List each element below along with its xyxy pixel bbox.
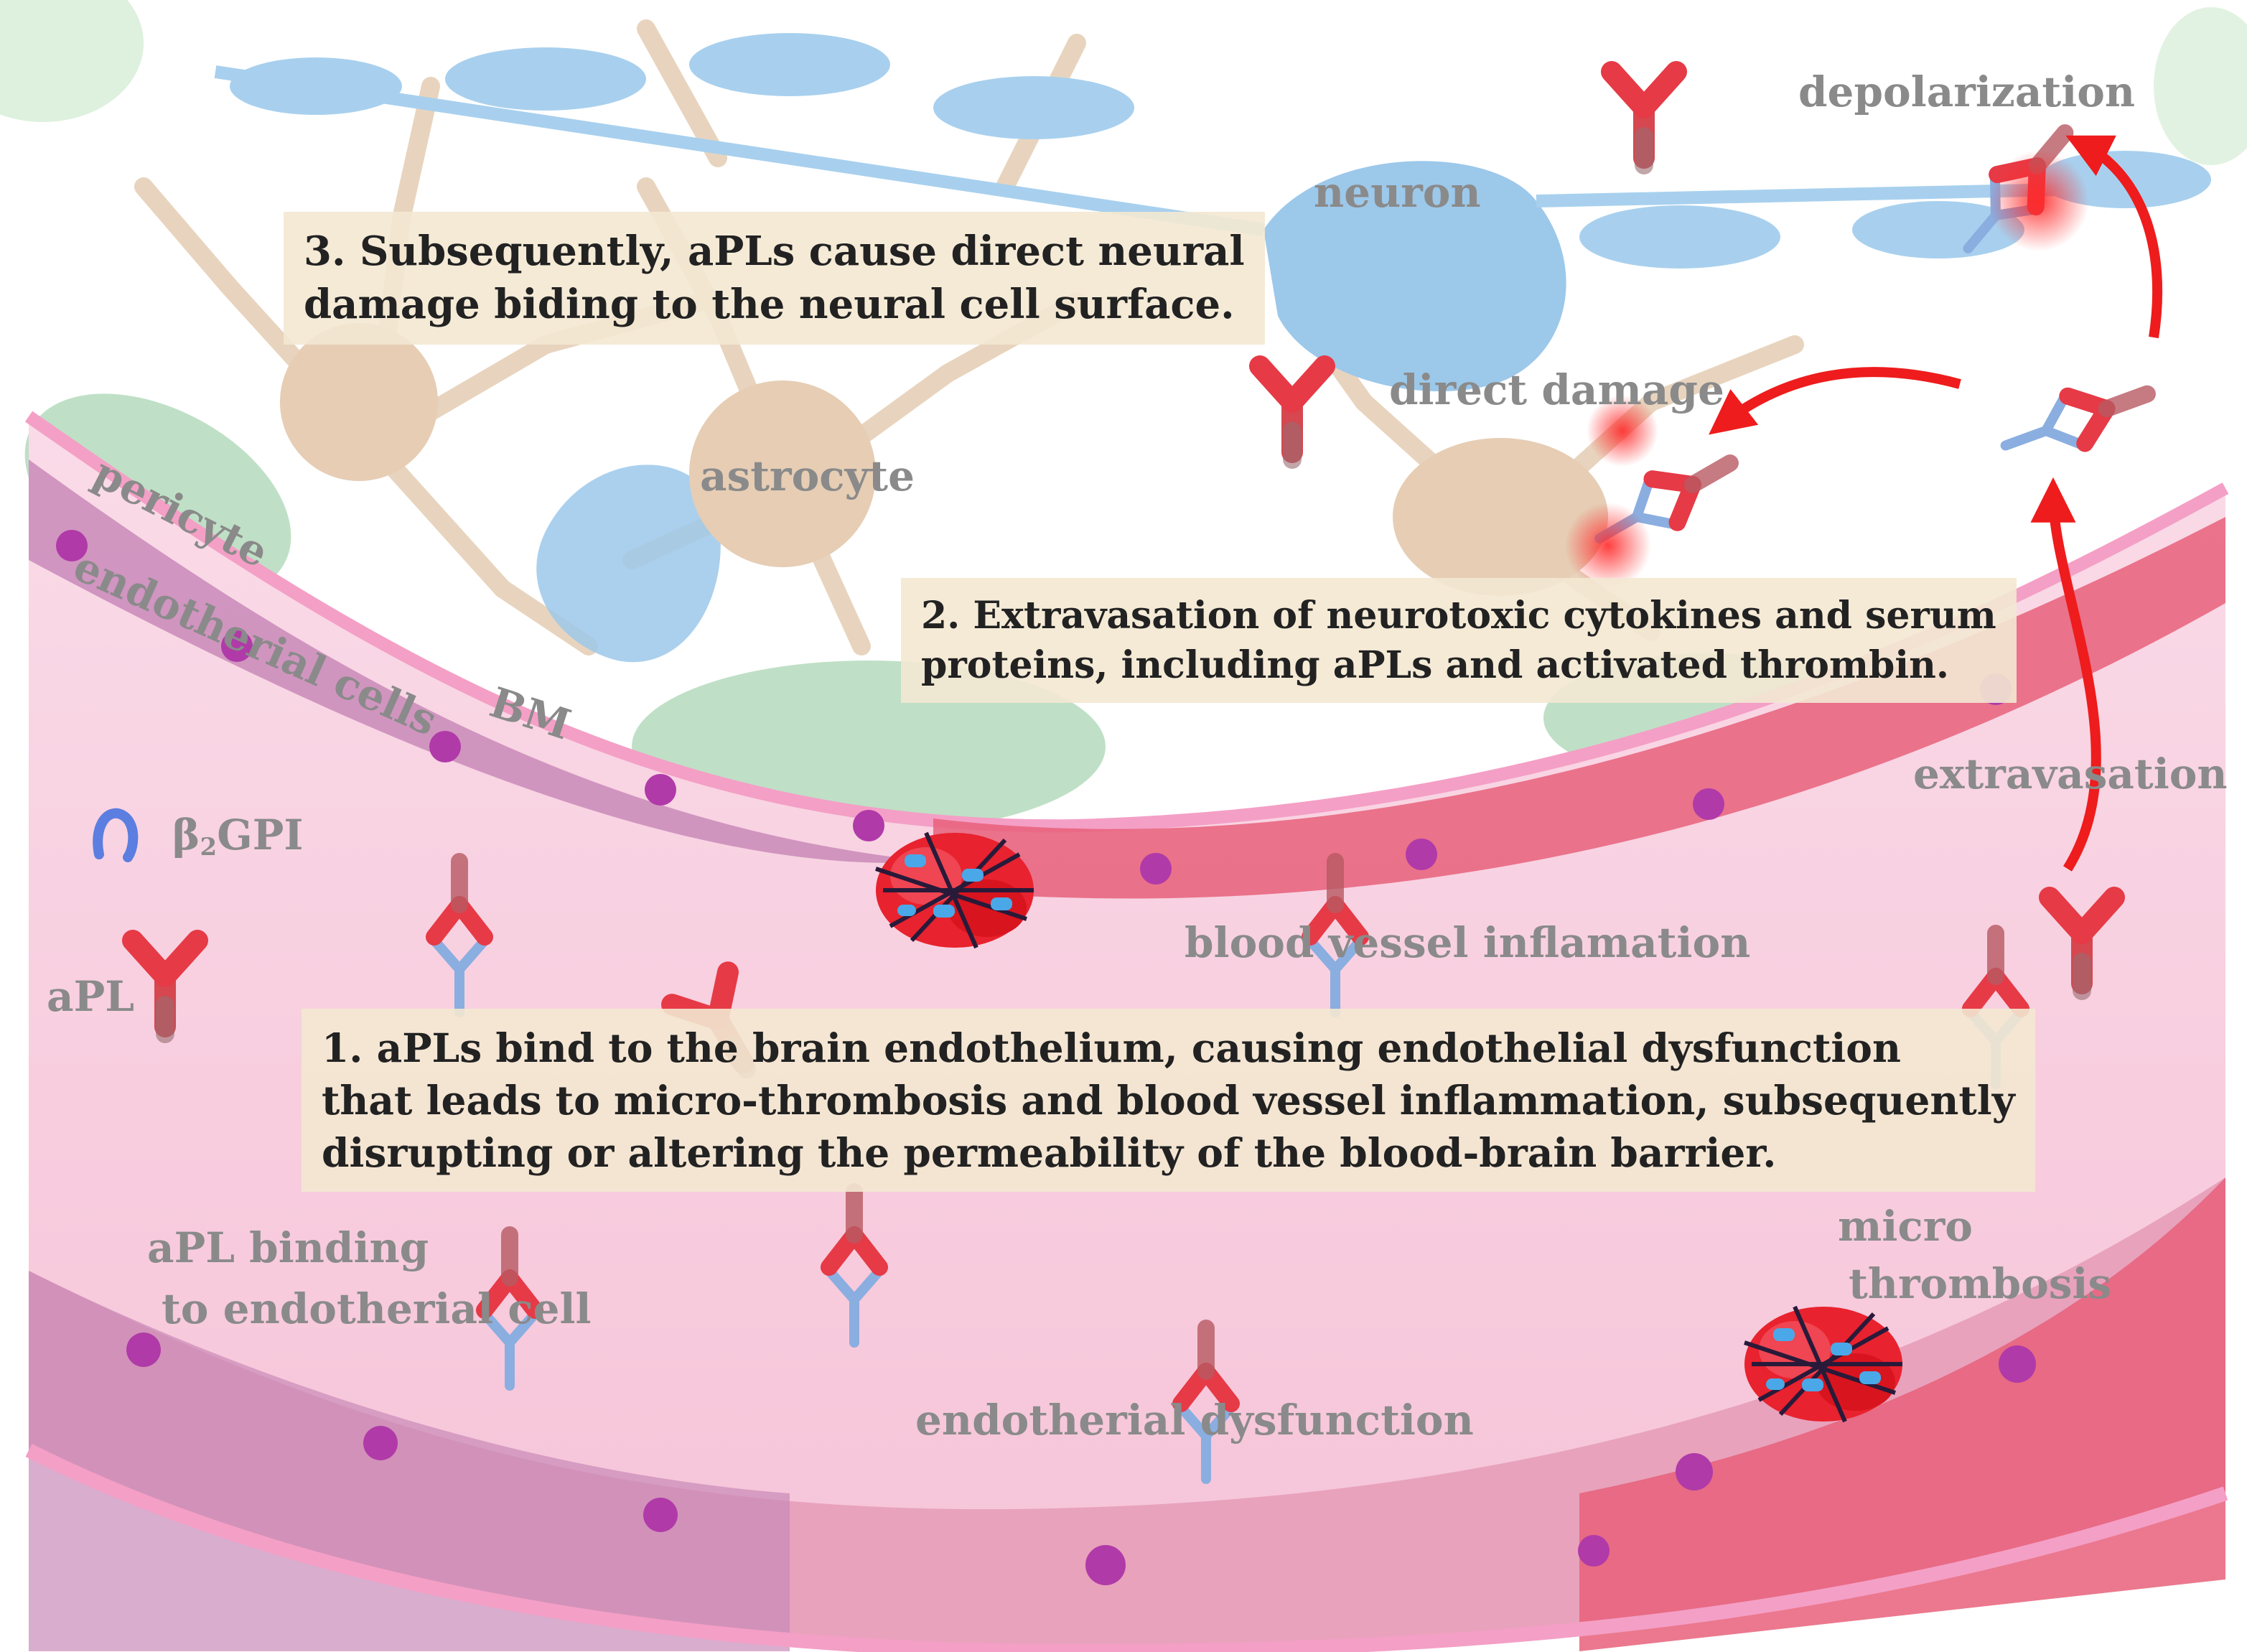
label-apl-binding-line2: to endotherial cell: [162, 1284, 592, 1333]
label-astrocyte: astrocyte: [700, 452, 915, 500]
microthrombus-icon: [1744, 1307, 1902, 1422]
label-thrombosis: thrombosis: [1849, 1259, 2112, 1308]
step2-line: proteins, including aPLs and activated t…: [921, 643, 1950, 688]
arrow-icon: [1709, 135, 2163, 872]
label-neuron: neuron: [1314, 168, 1481, 217]
label-extravasation: extravasation: [1913, 750, 2228, 798]
label-depolarization: depolarization: [1798, 67, 2136, 116]
label-micro: micro: [1838, 1202, 1973, 1251]
step3-line: 3. Subsequently, aPLs cause direct neura…: [304, 228, 1245, 275]
label-endotherial-dysfunction: endotherial dysfunction: [915, 1396, 1474, 1445]
label-b2gpi: β2GPI: [172, 811, 304, 862]
step3-line: damage biding to the neural cell surface…: [304, 281, 1235, 329]
bound-apl-icon: [1997, 370, 2156, 470]
brain-tissue: [0, 0, 2247, 833]
apl-antibody-icon: [1612, 72, 1676, 165]
step1-line: 1. aPLs bind to the brain endothelium, c…: [322, 1025, 1901, 1071]
step2-line: 2. Extravasation of neurotoxic cytokines…: [921, 594, 1996, 638]
label-apl: aPL: [47, 972, 134, 1021]
step1-line: that leads to micro-thrombosis and blood…: [322, 1077, 2015, 1124]
microthrombus-icon: [876, 833, 1034, 948]
apl-antibody-icon: [1260, 366, 1325, 459]
label-blood-vessel-inflamation: blood vessel inflamation: [1185, 918, 1751, 967]
step2-box: 2. Extravasation of neurotoxic cytokines…: [901, 578, 2017, 704]
step3-box: 3. Subsequently, aPLs cause direct neura…: [284, 212, 1265, 345]
step1-box: 1. aPLs bind to the brain endothelium, c…: [302, 1009, 2035, 1193]
step1-line: disrupting or altering the permeability …: [322, 1129, 1777, 1177]
label-apl-binding-line1: aPL binding: [147, 1223, 429, 1272]
neuron-icon: [1263, 161, 1566, 392]
astrocyte-icon: [280, 323, 438, 481]
label-direct-damage: direct damage: [1389, 365, 1724, 414]
